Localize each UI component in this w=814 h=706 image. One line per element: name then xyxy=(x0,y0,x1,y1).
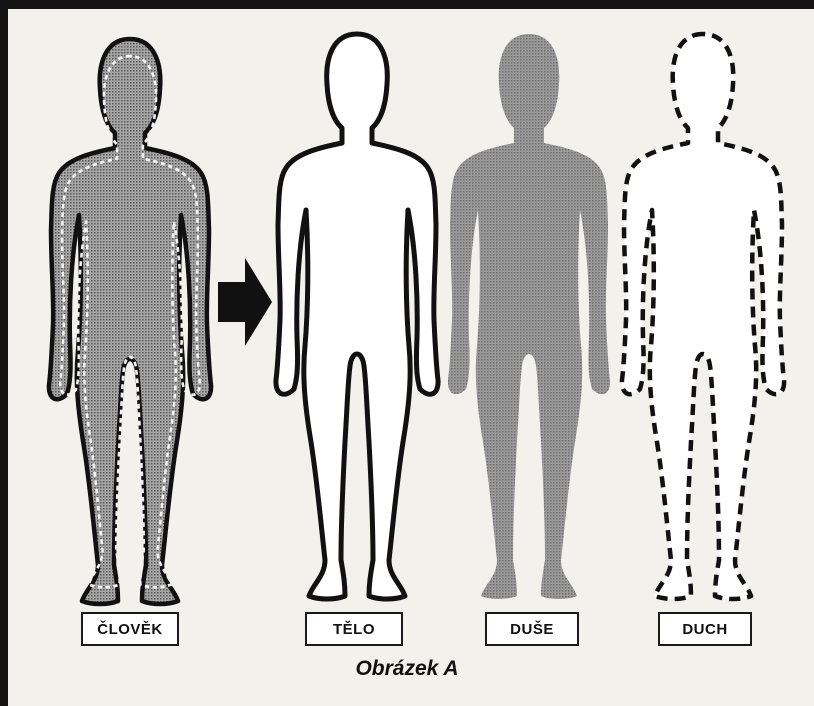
figure-caption: Obrázek A xyxy=(0,657,814,681)
label-duse: DUŠE xyxy=(485,612,579,646)
arrow-right-icon xyxy=(218,258,272,346)
figure-clovek xyxy=(49,39,211,604)
figure-duch xyxy=(622,34,784,599)
label-duch: DUCH xyxy=(658,612,752,646)
label-clovek: ČLOVĚK xyxy=(81,612,179,646)
figure-duse xyxy=(448,34,610,599)
figure-telo xyxy=(276,34,438,599)
label-telo: TĚLO xyxy=(305,612,403,646)
